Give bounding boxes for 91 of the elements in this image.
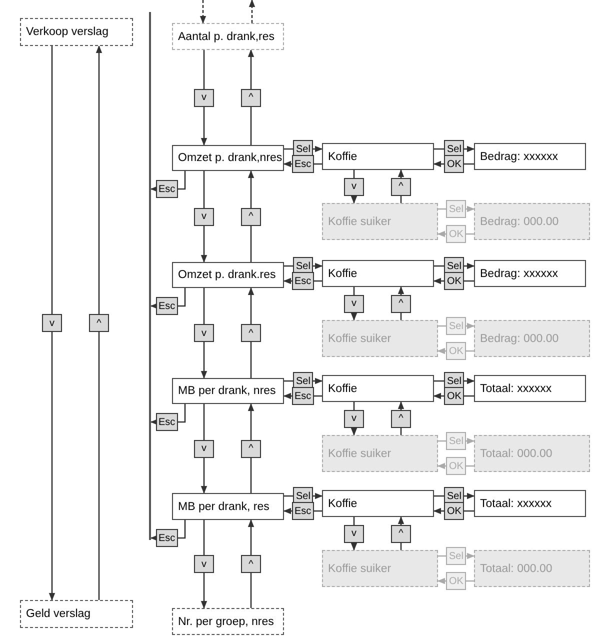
arrow [150, 171, 186, 192]
menu-box: Omzet p. drank,nres [172, 145, 284, 171]
key-label: ^ [241, 208, 261, 226]
arrow [350, 170, 358, 204]
key-label: v [194, 555, 214, 573]
report-box: Nr. per groep, nres [172, 608, 284, 635]
arrow [350, 287, 358, 321]
arrow [398, 286, 404, 320]
key-label: v [194, 324, 214, 342]
key-label: v [194, 440, 214, 458]
key-label: v [194, 208, 214, 226]
menu-box: Koffie [322, 490, 434, 517]
key-label: Esc [156, 529, 178, 547]
option-box: Bedrag: 000.00 [474, 320, 590, 357]
key-label: ^ [391, 294, 411, 312]
arrow [398, 169, 404, 203]
key-label: Esc [292, 387, 314, 405]
arrow [248, 519, 254, 608]
key-label: ^ [89, 314, 109, 332]
key-label: v [42, 314, 62, 332]
menu-box: Koffie [322, 260, 434, 287]
arrow [350, 517, 358, 551]
key-label: OK [446, 572, 466, 590]
key-label: OK [446, 457, 466, 475]
report-box: Geld verslag [20, 600, 133, 628]
key-label: Sel [446, 200, 466, 218]
arrow [200, 0, 206, 24]
key-label: OK [446, 342, 466, 360]
key-label: OK [444, 387, 464, 405]
key-label: v [344, 294, 364, 312]
key-label: ^ [391, 410, 411, 428]
option-box: Koffie suiker [322, 320, 438, 357]
menu-box: Bedrag: xxxxxx [474, 260, 586, 287]
arrow [200, 404, 208, 494]
key-label: Esc [156, 180, 178, 198]
key-label: Esc [292, 272, 314, 290]
key-label: v [344, 524, 364, 542]
arrow [48, 46, 56, 601]
key-label: ^ [391, 178, 411, 196]
key-label: Esc [156, 413, 178, 431]
key-label: ^ [391, 524, 411, 542]
key-label: Esc [156, 297, 178, 315]
arrow [150, 288, 186, 310]
arrow [96, 45, 102, 600]
arrow [200, 520, 208, 609]
menu-box: Bedrag: xxxxxx [474, 143, 586, 170]
menu-box: Totaal: xxxxxx [474, 375, 586, 402]
key-label: ^ [241, 324, 261, 342]
menu-box: MB per drank, res [172, 493, 284, 520]
key-label: OK [444, 272, 464, 290]
menu-box: Koffie [322, 143, 434, 170]
arrow [248, 170, 254, 262]
key-label: ^ [241, 88, 261, 106]
option-box: Koffie suiker [322, 203, 438, 240]
menu-box: Aantal p. drank,res [172, 23, 284, 50]
menu-box: Omzet p. drank.res [172, 262, 284, 288]
menu-box: Totaal: xxxxxx [474, 490, 586, 517]
option-box: Bedrag: 000.00 [474, 203, 590, 240]
arrow [248, 287, 254, 378]
arrow [248, 0, 256, 23]
key-label: Esc [292, 155, 314, 173]
key-label: v [344, 410, 364, 428]
key-label: Sel [446, 317, 466, 335]
arrow [350, 402, 358, 436]
key-label: OK [446, 225, 466, 243]
arrow [398, 401, 404, 435]
arrow [200, 288, 208, 379]
key-label: OK [444, 155, 464, 173]
arrow [398, 516, 404, 550]
option-box: Koffie suiker [322, 435, 438, 472]
return-line [149, 12, 151, 540]
menu-box: Koffie [322, 375, 434, 402]
key-label: ^ [241, 555, 261, 573]
report-box: Verkoop verslag [20, 18, 133, 46]
key-label: Sel [446, 432, 466, 450]
menu-box: MB per drank, nres [172, 378, 284, 404]
arrow [248, 403, 254, 493]
option-box: Koffie suiker [322, 550, 438, 587]
arrow [200, 171, 208, 263]
key-label: Esc [292, 502, 314, 520]
option-box: Totaal: 000.00 [474, 435, 590, 472]
arrow [248, 49, 254, 145]
arrow [200, 50, 208, 146]
key-label: ^ [241, 440, 261, 458]
key-label: Sel [446, 547, 466, 565]
option-box: Totaal: 000.00 [474, 550, 590, 587]
arrow [150, 520, 186, 542]
key-label: v [194, 88, 214, 106]
arrow [150, 404, 186, 426]
key-label: OK [444, 502, 464, 520]
key-label: v [344, 178, 364, 196]
